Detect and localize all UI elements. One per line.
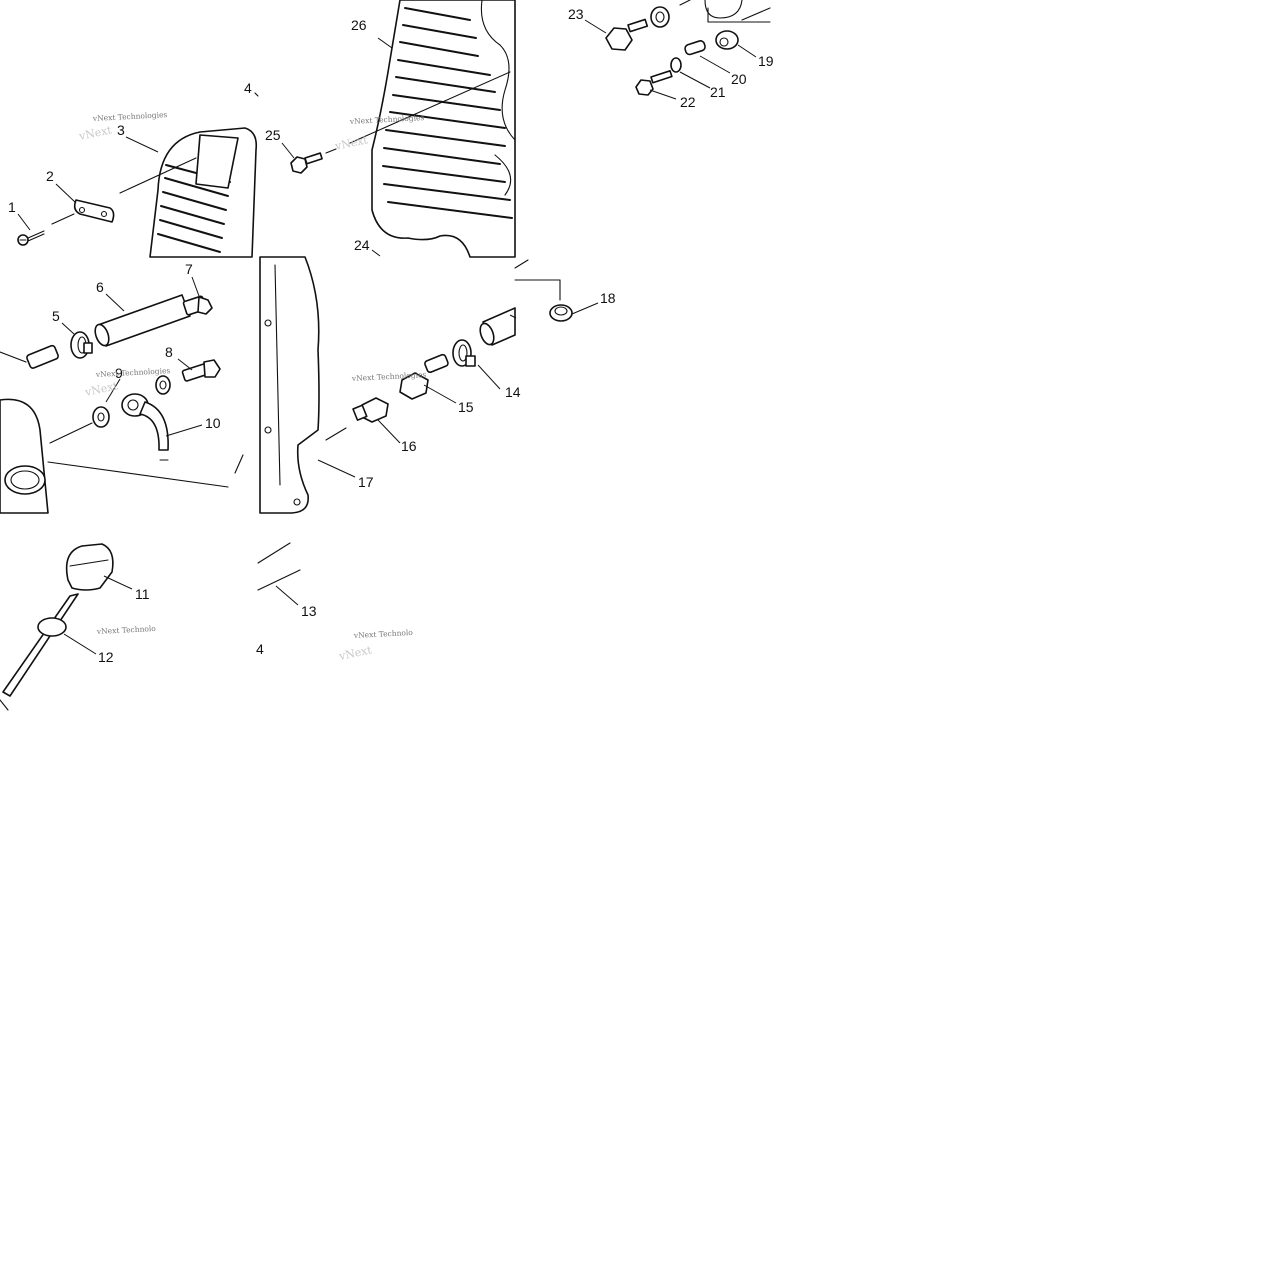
callout-7: 7: [185, 261, 193, 277]
oil-tank-body: [0, 398, 49, 514]
watermark-2: vNext Technologies: [349, 113, 425, 126]
callout-10: 10: [205, 415, 221, 431]
watermark-1: vNext Technologies: [92, 110, 168, 123]
hose: [94, 294, 191, 347]
callout-3: 3: [117, 122, 125, 138]
callout-13: 13: [301, 603, 317, 619]
callout-24: 24: [354, 237, 370, 253]
tile-top-right: [605, 0, 771, 96]
watermark-4: vNext Technologies: [351, 370, 427, 383]
hose-clamp-2: [452, 339, 476, 367]
mounting-bracket: [195, 134, 239, 189]
barbed-fitting: [182, 295, 213, 316]
grommet-18: [549, 304, 573, 322]
callout-4: 4: [244, 80, 252, 96]
callout-4-lower: 4: [256, 641, 264, 657]
callout-5: 5: [52, 308, 60, 324]
tile-top-left: [17, 92, 259, 258]
radiator-fins: [382, 7, 513, 219]
callout-11: 11: [135, 586, 150, 602]
svg-text:vNext: vNext: [333, 133, 370, 153]
tile-top-middle: [290, 0, 516, 258]
callout-18: 18: [600, 290, 616, 306]
long-bolt: [635, 70, 673, 96]
watermark-6: vNext Technolo: [353, 628, 414, 640]
tile-bottom-middle: [257, 542, 301, 591]
elbow-fitting: [399, 353, 449, 400]
callout-16: 16: [401, 438, 417, 454]
tile-bottom-left: [0, 543, 114, 711]
callout-12: 12: [98, 649, 114, 665]
callout-2: 2: [46, 168, 54, 184]
hose-clamp: [70, 331, 93, 359]
svg-text:vNext: vNext: [337, 643, 374, 663]
retaining-plate: [73, 199, 115, 223]
callout-labels: 1 2 3 4 4 5 6 7 8 9 10 11 12 13 14 15 16…: [8, 6, 774, 665]
callout-9: 9: [115, 365, 123, 381]
tile-middle-right: [514, 259, 573, 322]
callout-14: 14: [505, 384, 521, 400]
watermark-3: vNext Technologies: [95, 366, 171, 379]
threaded-fitting: [181, 359, 221, 382]
hose-fitting: [0, 344, 59, 369]
tile-middle: [259, 256, 517, 514]
dipstick: [0, 543, 114, 711]
callout-21: 21: [710, 84, 726, 100]
callout-19: 19: [758, 53, 774, 69]
callout-15: 15: [458, 399, 474, 415]
callout-23: 23: [568, 6, 584, 22]
radiator-shroud: [371, 0, 516, 258]
callout-8: 8: [165, 344, 173, 360]
watermarks: vNext vNext Technologies vNext vNext Tec…: [77, 110, 427, 663]
callout-26: 26: [351, 17, 367, 33]
callout-6: 6: [96, 279, 104, 295]
hex-bolt: [290, 152, 323, 174]
oil-tank-side: [259, 256, 320, 514]
banjo-oil-line: [121, 393, 169, 461]
callout-17: 17: [358, 474, 374, 490]
leader-lines: [17, 19, 757, 655]
screw: [17, 230, 45, 246]
watermark-5: vNext Technolo: [96, 624, 157, 636]
flange-bolt: [605, 18, 649, 51]
callout-25: 25: [265, 127, 281, 143]
check-valve: [352, 397, 389, 423]
callout-22: 22: [680, 94, 696, 110]
tile-middle-left: [0, 294, 244, 514]
callout-20: 20: [731, 71, 747, 87]
svg-text:vNext: vNext: [77, 123, 114, 143]
svg-text:vNext: vNext: [83, 379, 120, 399]
callout-1: 1: [8, 199, 16, 215]
